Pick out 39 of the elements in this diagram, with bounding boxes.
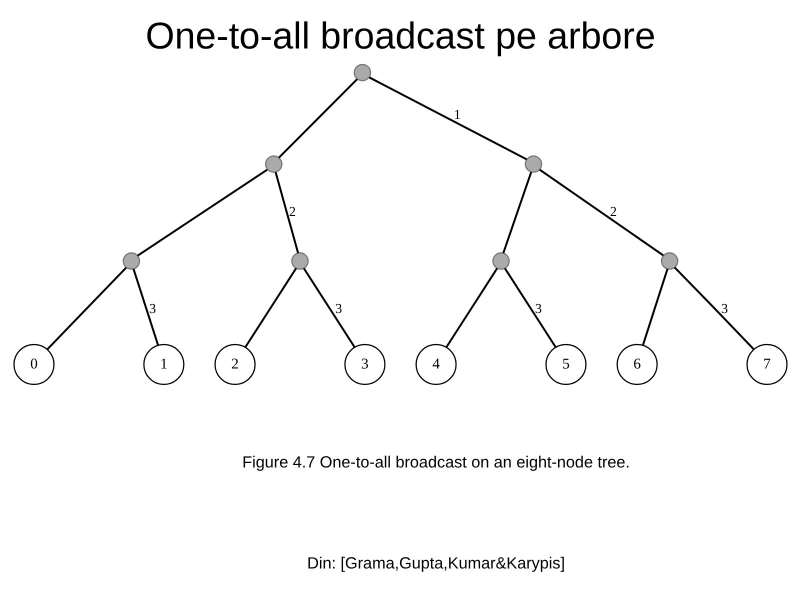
connector (445, 268, 498, 348)
node-circle: 7 (746, 344, 788, 386)
edge-label: 3 (534, 300, 542, 316)
connector (274, 172, 299, 254)
node-circle: 6 (616, 344, 658, 386)
node-circle: 5 (544, 344, 586, 386)
diagram-title: One-to-all broadcast pe arbore (144, 14, 656, 56)
node-circle (264, 155, 282, 173)
node-circle: 3 (344, 344, 386, 386)
connector (504, 268, 556, 348)
connector (538, 168, 664, 256)
connector (136, 168, 268, 257)
connector (302, 268, 355, 348)
edge-label: 2 (288, 204, 296, 220)
edge-label: 3 (720, 300, 728, 316)
node-circle: 4 (414, 344, 456, 386)
label: Din: [Grama,Gupta,Kumar&Karypis] (306, 554, 564, 572)
connector (673, 266, 754, 350)
edge-label: 1 (453, 107, 460, 122)
node-circle (290, 252, 308, 270)
connector (368, 76, 527, 160)
edge-label: 3 (148, 300, 156, 316)
node-circle: 0 (12, 344, 54, 386)
node-circle (524, 155, 542, 173)
caption: Figure 4.7 One-to-all broadcast on an eight-node tree. (242, 453, 630, 472)
node-circle (660, 252, 678, 270)
connector (278, 78, 358, 158)
connector (244, 268, 296, 348)
node-circle (122, 252, 140, 270)
connector (46, 267, 126, 350)
connector (502, 172, 532, 254)
edge-label: 2 (609, 204, 616, 220)
connector (132, 268, 158, 346)
node-circle (353, 64, 371, 82)
node-circle: 2 (214, 344, 256, 386)
node-circle: 1 (142, 344, 184, 386)
node-circle (492, 252, 510, 270)
connector (642, 268, 668, 346)
edge-label: 3 (334, 300, 342, 316)
